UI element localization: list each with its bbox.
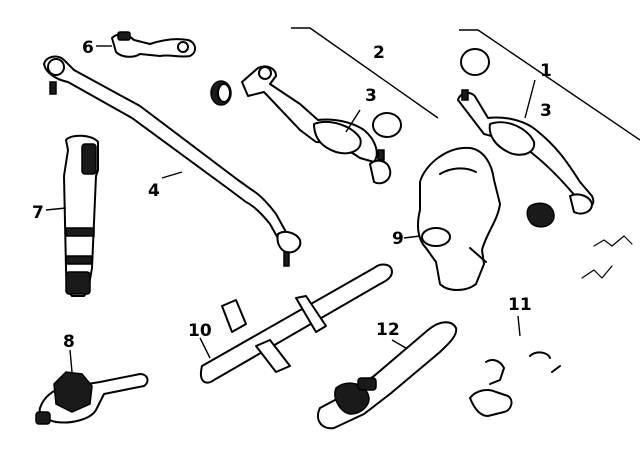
tie-rod-part (43, 55, 302, 267)
callout-10: 10 (188, 321, 212, 341)
callout-7: 7 (32, 203, 44, 223)
faint-mark (581, 235, 633, 279)
pitman-arm-part (111, 31, 196, 58)
callout-1: 1 (540, 61, 552, 81)
steering-shaft-part (63, 134, 99, 297)
assembly-bracket-1 (459, 29, 640, 141)
steering-linkage-assembly-right-part (457, 48, 595, 228)
assembly-bracket-2 (291, 27, 439, 119)
callout-8: 8 (63, 332, 75, 352)
callout-3-right: 3 (540, 101, 552, 121)
callout-11: 11 (508, 295, 532, 315)
steering-gear-box-part (417, 146, 501, 291)
callout-3-idler: 3 (365, 86, 377, 106)
callout-2: 2 (373, 43, 385, 63)
leader-lines (45, 45, 536, 373)
callout-9: 9 (392, 229, 404, 249)
steering-coupling-part (35, 371, 149, 425)
callout-12: 12 (376, 320, 400, 340)
steering-boot-part (469, 351, 561, 417)
callout-4: 4 (148, 181, 160, 201)
callout-6: 6 (82, 38, 94, 58)
intermediate-shaft-part (316, 321, 458, 430)
crossmember-bar-part (200, 263, 393, 384)
idler-arm-assembly-part (210, 65, 402, 185)
